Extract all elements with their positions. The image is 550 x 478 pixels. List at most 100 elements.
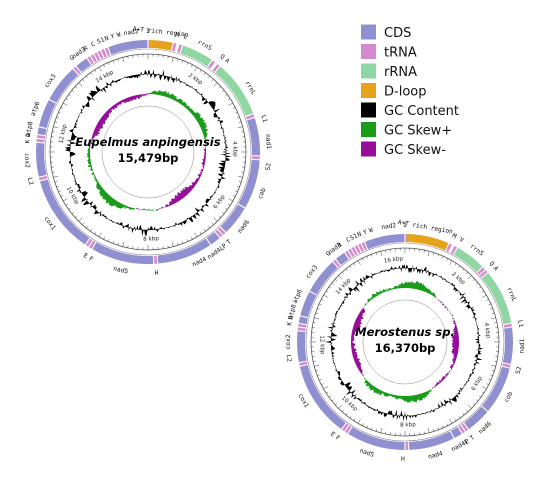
label-nad6: nad6 bbox=[236, 219, 251, 235]
backbone-ring bbox=[44, 48, 252, 256]
scale-tick bbox=[53, 126, 59, 129]
scale-tick bbox=[86, 226, 89, 229]
scale-tick bbox=[375, 252, 377, 256]
feature-atp8 bbox=[298, 316, 308, 325]
feature-t bbox=[217, 227, 226, 235]
label-d: D bbox=[287, 315, 295, 320]
scale-tick bbox=[228, 198, 233, 202]
scale-tick bbox=[490, 364, 496, 367]
legend-swatch-cds bbox=[361, 24, 376, 40]
scale-tick bbox=[437, 254, 439, 257]
scale-tick bbox=[349, 265, 352, 269]
scale-tick bbox=[423, 250, 425, 253]
scale-tick bbox=[65, 98, 69, 101]
label-e: E bbox=[329, 431, 336, 439]
label-cox2: cox2 bbox=[23, 153, 31, 169]
scale-tick bbox=[63, 198, 68, 202]
scale-tick bbox=[194, 232, 198, 237]
scale-tick bbox=[227, 203, 231, 206]
kbp-label: 10 kbp bbox=[65, 186, 80, 206]
label-cob: cob bbox=[503, 390, 515, 403]
scale-tick bbox=[494, 322, 497, 324]
legend-label-gc-skew-: GC Skew- bbox=[384, 143, 446, 158]
scale-tick bbox=[449, 418, 453, 424]
label-l1: L1 bbox=[259, 114, 268, 123]
gc-content-baseline bbox=[69, 73, 227, 231]
scale-tick bbox=[486, 383, 489, 385]
feature-rrnl bbox=[215, 66, 254, 116]
scale-tick bbox=[235, 111, 238, 114]
feature-nad2 bbox=[365, 234, 405, 250]
scale-tick bbox=[454, 263, 457, 266]
gc-content-baseline bbox=[330, 267, 480, 417]
scale-tick bbox=[362, 423, 364, 426]
scale-tick bbox=[490, 308, 493, 310]
scale-tick bbox=[75, 215, 78, 218]
label-v: V bbox=[458, 236, 465, 244]
scale-tick bbox=[241, 171, 244, 173]
scale-tick bbox=[237, 116, 240, 119]
feature-q bbox=[208, 60, 215, 69]
label-h: H bbox=[401, 456, 405, 463]
label-cob: cob bbox=[257, 187, 267, 200]
label-m: M bbox=[451, 232, 458, 240]
feature-c bbox=[90, 54, 98, 63]
scale-tick bbox=[385, 431, 387, 434]
feature-cox2 bbox=[296, 331, 307, 363]
scale-tick bbox=[237, 185, 240, 188]
scale-tick bbox=[478, 395, 482, 398]
label-nad4l: nad4L bbox=[206, 244, 226, 260]
label-n: N bbox=[104, 35, 110, 43]
feature-nad5 bbox=[92, 242, 154, 264]
scale-tick bbox=[345, 412, 348, 416]
scale-tick bbox=[488, 378, 491, 381]
legend-label-rrna: rRNA bbox=[384, 65, 417, 80]
label-w: W bbox=[368, 227, 374, 235]
scale-tick bbox=[238, 121, 242, 123]
label-s2: S2 bbox=[265, 162, 273, 171]
scale-tick bbox=[78, 217, 83, 222]
label-s2: S2 bbox=[515, 366, 524, 375]
scale-tick bbox=[203, 229, 206, 232]
feature-nad6 bbox=[464, 406, 488, 430]
scale-tick bbox=[380, 427, 383, 433]
feature-cox2 bbox=[35, 142, 47, 177]
scale-tick bbox=[313, 322, 316, 324]
feature-q bbox=[477, 267, 485, 275]
legend-swatch-gc-skew- bbox=[361, 122, 376, 137]
scale-tick bbox=[78, 82, 83, 87]
scale-tick bbox=[63, 102, 68, 106]
scale-tick bbox=[481, 391, 484, 394]
scale-tick bbox=[446, 423, 448, 426]
scale-tick bbox=[490, 317, 496, 320]
scale-tick bbox=[181, 60, 184, 63]
scale-tick bbox=[68, 207, 71, 210]
label-a-t-rich-region: A+T rich region bbox=[132, 26, 189, 39]
inner-ring bbox=[362, 299, 448, 385]
scale-tick bbox=[177, 58, 179, 62]
scale-tick bbox=[117, 242, 119, 246]
label-l1: L1 bbox=[516, 320, 524, 329]
scale-tick bbox=[467, 404, 472, 409]
scale-tick bbox=[366, 256, 369, 259]
feature-atp6 bbox=[39, 99, 56, 129]
feature-h bbox=[153, 255, 158, 264]
feature-s2 bbox=[251, 156, 260, 160]
scale-tick bbox=[171, 57, 174, 63]
legend-swatch-gc-content bbox=[361, 102, 376, 118]
scale-tick bbox=[207, 226, 210, 229]
label-cox3: cox3 bbox=[43, 73, 58, 89]
scale-tick bbox=[211, 79, 214, 82]
label-t: T bbox=[469, 434, 476, 442]
feature-cob bbox=[238, 159, 260, 208]
label-k: K bbox=[24, 139, 31, 144]
scale-tick bbox=[323, 386, 329, 390]
legend-swatch-gc-skew- bbox=[361, 141, 376, 157]
scale-tick bbox=[177, 242, 179, 246]
scale-tick bbox=[225, 207, 228, 210]
scale-tick bbox=[319, 378, 322, 381]
feature-d bbox=[36, 135, 46, 139]
